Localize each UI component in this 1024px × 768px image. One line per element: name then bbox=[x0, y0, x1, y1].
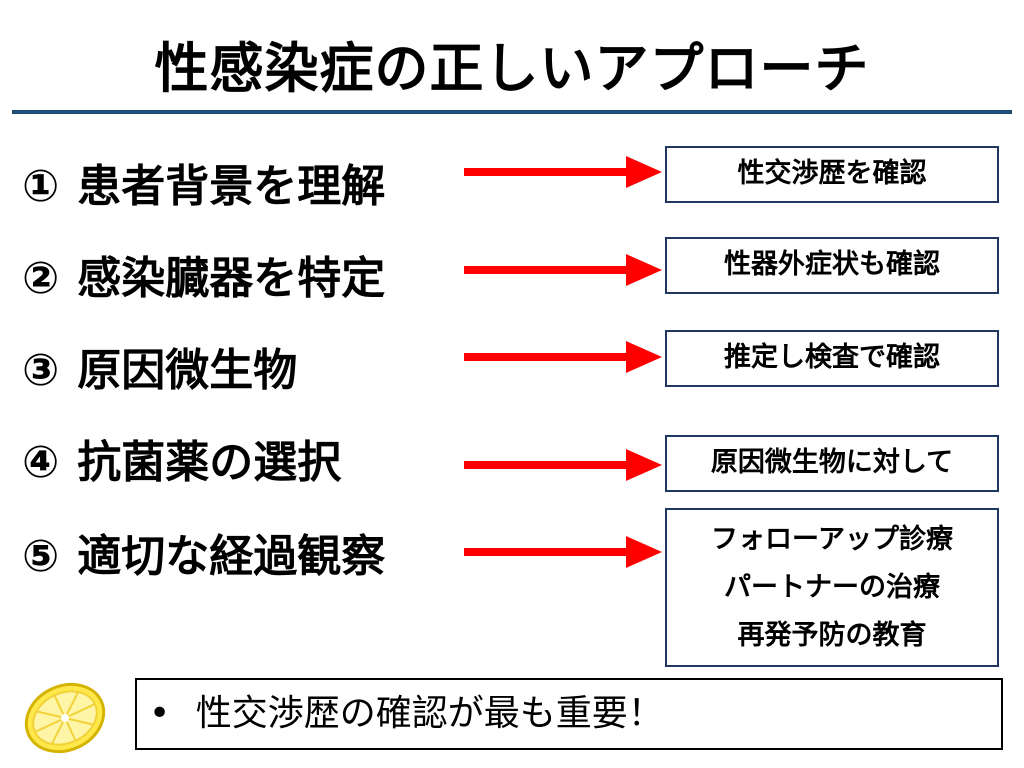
step-number: ③ bbox=[22, 345, 60, 396]
step-3: ③ 原因微生物 bbox=[22, 334, 297, 398]
step-label: 感染臓器を特定 bbox=[77, 253, 386, 304]
note-text: 再発予防の教育 bbox=[737, 620, 927, 651]
note-box-1: 性交渉歴を確認 bbox=[665, 146, 999, 203]
note-text: 原因微生物に対して bbox=[710, 447, 954, 478]
note-box-5: フォローアップ診療 パートナーの治療 再発予防の教育 bbox=[665, 508, 999, 667]
step-number: ④ bbox=[22, 437, 60, 488]
note-box-2: 性器外症状も確認 bbox=[665, 237, 999, 294]
note-text: フォローアップ診療 bbox=[711, 524, 953, 555]
step-label: 患者背景を理解 bbox=[77, 161, 386, 212]
arrow-right-icon bbox=[464, 254, 662, 286]
arrow-right-icon bbox=[464, 341, 662, 373]
arrow-right-icon bbox=[464, 536, 662, 568]
note-text: 性交渉歴を確認 bbox=[737, 158, 927, 189]
step-number: ① bbox=[22, 161, 60, 212]
step-label: 抗菌薬の選択 bbox=[77, 437, 342, 488]
step-number: ⑤ bbox=[22, 531, 60, 582]
bullet-icon: • bbox=[149, 693, 171, 734]
summary-text: 性交渉歴の確認が最も重要！ bbox=[195, 693, 664, 734]
note-box-4: 原因微生物に対して bbox=[665, 435, 999, 492]
title-divider bbox=[12, 110, 1012, 114]
lemon-slice-icon bbox=[24, 682, 106, 754]
note-text: 性器外症状も確認 bbox=[724, 249, 940, 280]
step-4: ④ 抗菌薬の選択 bbox=[22, 426, 341, 490]
step-2: ② 感染臓器を特定 bbox=[22, 242, 385, 306]
note-box-3: 推定し検査で確認 bbox=[665, 330, 999, 387]
step-label: 原因微生物 bbox=[77, 345, 298, 396]
arrow-right-icon bbox=[464, 449, 662, 481]
step-number: ② bbox=[22, 253, 60, 304]
step-5: ⑤ 適切な経過観察 bbox=[22, 520, 385, 584]
step-1: ① 患者背景を理解 bbox=[22, 150, 385, 214]
note-text: パートナーの治療 bbox=[724, 572, 940, 603]
summary-box: • 性交渉歴の確認が最も重要！ bbox=[135, 678, 1003, 750]
slide-title: 性感染症の正しいアプローチ bbox=[154, 37, 870, 100]
step-label: 適切な経過観察 bbox=[77, 531, 386, 582]
arrow-right-icon bbox=[464, 156, 662, 188]
note-text: 推定し検査で確認 bbox=[724, 342, 940, 373]
